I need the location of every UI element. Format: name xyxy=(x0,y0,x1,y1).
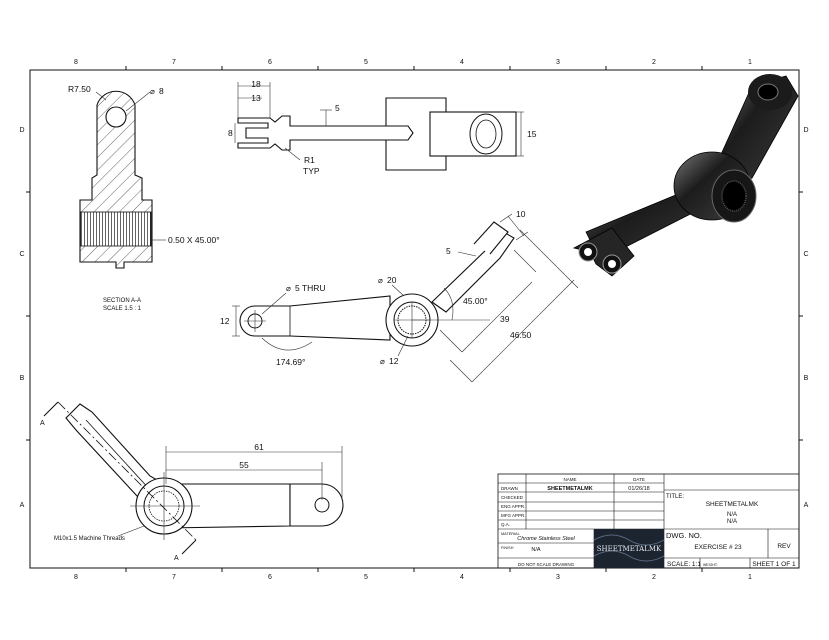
title-block: NAME DATE DRAWN SHEETMETALMK 01/26/18 CH… xyxy=(497,473,800,569)
tb-no-scale: DO NOT SCALE DRAWING xyxy=(518,562,575,567)
section-letter-top: A xyxy=(40,420,45,427)
zone-left-b: B xyxy=(20,375,25,382)
zone-top-2: 2 xyxy=(652,59,656,66)
zone-markers-top: 8 7 6 5 4 3 2 1 xyxy=(74,59,752,70)
zone-left-c: C xyxy=(19,251,24,258)
zone-markers-bottom: 8 7 6 5 4 3 2 1 xyxy=(74,568,752,581)
section-marker-view: 61 55 A A M10x1.5 Machine Threads xyxy=(40,401,344,562)
zone-top-3: 3 xyxy=(556,59,560,66)
front-dim-39: 39 xyxy=(500,314,510,324)
zone-top-6: 6 xyxy=(268,59,272,66)
top-dim-13: 13 xyxy=(251,93,261,103)
tb-finish-label: FINISH xyxy=(501,546,514,550)
tb-scale: SCALE: 1:1 xyxy=(667,561,701,568)
zone-right-d: D xyxy=(803,127,808,134)
front-dim-12-left: 12 xyxy=(220,316,230,326)
front-dia-12: 12 xyxy=(389,356,399,366)
tb-col-date: DATE xyxy=(633,477,645,482)
zone-top-1: 1 xyxy=(748,59,752,66)
section-title: SECTION A-A xyxy=(103,298,141,304)
tb-row-drawn: DRAWN xyxy=(501,486,518,491)
tb-row-eng: ENG APPR. xyxy=(501,504,525,509)
zone-bottom-8: 8 xyxy=(74,574,78,581)
tb-finish-value: N/A xyxy=(531,547,541,553)
tb-title-value: SHEETMETALMK xyxy=(706,501,759,508)
section-hole xyxy=(105,106,127,128)
section-view: R7.50 ⌀ 8 0.50 X 45.00° SECTION A-A SCAL… xyxy=(68,84,220,312)
tb-title-label: TITLE: xyxy=(666,494,684,500)
zone-right-b: B xyxy=(804,375,809,382)
front-angle-174: 174.69° xyxy=(276,357,305,367)
tb-row-qa: Q.A. xyxy=(501,522,510,527)
front-dim-10: 10 xyxy=(516,209,526,219)
zone-top-7: 7 xyxy=(172,59,176,66)
tb-material-label: MATERIAL xyxy=(501,532,520,536)
marker-dim-55: 55 xyxy=(239,460,249,470)
zone-bottom-7: 7 xyxy=(172,574,176,581)
section-letter-bottom: A xyxy=(174,555,179,562)
tb-row-checked: CHECKED xyxy=(501,495,524,500)
tb-drawn-name: SHEETMETALMK xyxy=(547,486,592,492)
section-scale: SCALE 1.5 : 1 xyxy=(103,306,142,312)
tb-title-line3: N/A xyxy=(727,519,737,525)
tb-weight: WEIGHT: xyxy=(703,563,718,567)
thread-section xyxy=(80,211,152,247)
zone-bottom-1: 1 xyxy=(748,574,752,581)
zone-top-5: 5 xyxy=(364,59,368,66)
zone-bottom-3: 3 xyxy=(556,574,560,581)
tb-logo-text: SHEETMETALMK xyxy=(597,545,662,553)
top-dim-15: 15 xyxy=(527,129,537,139)
front-dia-20: 20 xyxy=(387,275,397,285)
zone-top-4: 4 xyxy=(460,59,464,66)
zone-bottom-4: 4 xyxy=(460,574,464,581)
section-hole-label: 8 xyxy=(159,86,164,96)
dia20-symbol: ⌀ xyxy=(378,276,383,285)
front-dim-4650: 46.50 xyxy=(510,330,532,340)
diameter-symbol: ⌀ xyxy=(150,87,155,96)
top-typ-label: TYP xyxy=(303,166,320,176)
tb-col-name: NAME xyxy=(563,477,576,482)
boss-bore xyxy=(469,113,503,155)
tb-dwg-value: EXERCISE # 23 xyxy=(694,544,742,551)
chamfer-label: 0.50 X 45.00° xyxy=(168,235,220,245)
top-view: 18 13 8 5 15 R1 TYP xyxy=(228,79,537,176)
top-dim-18: 18 xyxy=(251,79,261,89)
tb-row-mfg: MFG APPR. xyxy=(501,513,526,518)
isometric-render xyxy=(572,74,799,277)
top-dim-5: 5 xyxy=(335,103,340,113)
front-dim-5: 5 xyxy=(446,246,451,256)
dia12-symbol: ⌀ xyxy=(380,357,385,366)
zone-right-c: C xyxy=(803,251,808,258)
front-thru-hole: 5 THRU xyxy=(295,283,326,293)
marker-dim-61: 61 xyxy=(254,442,264,452)
zone-bottom-6: 6 xyxy=(268,574,272,581)
tb-sheet: SHEET 1 OF 1 xyxy=(752,561,796,568)
front-view: 12 ⌀ 5 THRU 174.69° ⌀ 20 ⌀ 12 45.00° 5 1… xyxy=(220,209,579,383)
zone-right-a: A xyxy=(804,502,809,509)
top-radius-label: R1 xyxy=(304,155,315,165)
front-angle-45: 45.00° xyxy=(463,296,488,306)
tb-title-line2: N/A xyxy=(727,512,737,518)
zone-markers-sides: D C B A D C B A xyxy=(19,127,808,509)
zone-left-d: D xyxy=(19,127,24,134)
zone-bottom-5: 5 xyxy=(364,574,368,581)
tb-dwg-label: DWG. NO. xyxy=(666,531,702,540)
tb-rev-label: REV xyxy=(777,543,791,550)
top-dim-8: 8 xyxy=(228,128,233,138)
tb-material-value: Chrome Stainless Steel xyxy=(517,536,575,542)
zone-bottom-2: 2 xyxy=(652,574,656,581)
tb-drawn-date: 01/26/18 xyxy=(628,486,649,492)
zone-left-a: A xyxy=(20,502,25,509)
thread-label: M10x1.5 Machine Threads xyxy=(54,536,125,542)
section-radius-label: R7.50 xyxy=(68,84,91,94)
zone-top-8: 8 xyxy=(74,59,78,66)
thru-diameter-symbol: ⌀ xyxy=(286,284,291,293)
